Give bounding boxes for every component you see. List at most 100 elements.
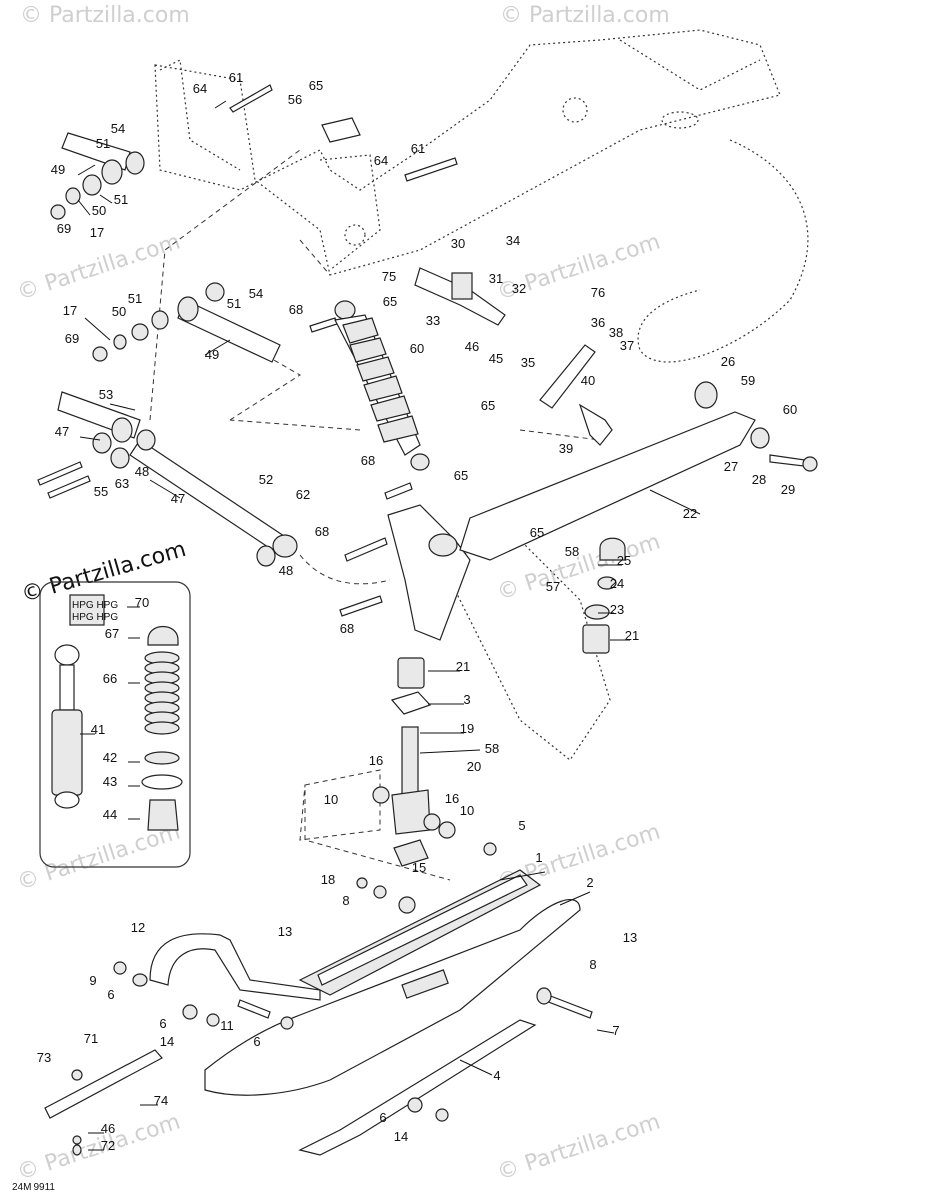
callout-51: 51 [96,136,110,151]
callout-72: 72 [101,1138,115,1153]
callout-68: 68 [315,524,329,539]
watermark: © Partzilla.com [494,1109,663,1185]
callout-47: 47 [55,424,69,439]
callout-10: 10 [324,792,338,807]
callout-49: 49 [51,162,65,177]
callout-21: 21 [456,659,470,674]
callout-59: 59 [741,373,755,388]
callout-34: 34 [506,233,520,248]
leader-lines [77,100,701,1151]
callout-54: 54 [111,121,125,136]
callout-6: 6 [159,1016,166,1031]
callout-73: 73 [37,1050,51,1065]
callout-55: 55 [94,484,108,499]
watermark: © Partzilla.com [500,3,670,28]
callout-69: 69 [57,221,71,236]
callout-64: 64 [374,153,388,168]
callout-4: 4 [493,1068,500,1083]
callout-43: 43 [103,774,117,789]
callout-17: 17 [90,225,104,240]
callout-21: 21 [625,628,639,643]
callout-9: 9 [89,973,96,988]
callout-25: 25 [617,553,631,568]
callout-5: 5 [518,818,525,833]
callout-26: 26 [721,354,735,369]
callout-31: 31 [489,271,503,286]
callout-56: 56 [288,92,302,107]
callout-60: 60 [410,341,424,356]
callout-50: 50 [112,304,126,319]
callout-30: 30 [451,236,465,251]
callout-64: 64 [193,81,207,96]
callout-18: 18 [321,872,335,887]
callout-61: 61 [411,141,425,156]
callout-36: 36 [591,315,605,330]
callout-68: 68 [289,302,303,317]
callout-76: 76 [591,285,605,300]
callout-50: 50 [92,203,106,218]
svg-text:HPG HPG: HPG HPG [72,600,118,611]
callout-29: 29 [781,482,795,497]
callout-12: 12 [131,920,145,935]
callout-1: 1 [535,850,542,865]
callout-48: 48 [279,563,293,578]
callout-65: 65 [530,525,544,540]
callout-75: 75 [382,269,396,284]
shock-absorber [334,300,430,471]
callout-24: 24 [610,576,624,591]
chassis-frame [154,29,809,761]
callout-53: 53 [99,387,113,402]
callout-60: 60 [783,402,797,417]
callout-16: 16 [445,791,459,806]
callout-65: 65 [309,78,323,93]
callout-15: 15 [412,860,426,875]
callout-8: 8 [342,893,349,908]
callout-10: 10 [460,803,474,818]
callout-51: 51 [128,291,142,306]
callout-39: 39 [559,441,573,456]
callout-49: 49 [205,347,219,362]
callout-22: 22 [683,506,697,521]
callout-65: 65 [454,468,468,483]
callout-6: 6 [253,1034,260,1049]
callout-42: 42 [103,750,117,765]
callout-35: 35 [521,355,535,370]
callout-6: 6 [379,1110,386,1125]
callout-46: 46 [465,339,479,354]
svg-text:HPG HPG: HPG HPG [72,612,118,623]
callout-70: 70 [135,595,149,610]
callout-6: 6 [107,987,114,1002]
callout-13: 13 [623,930,637,945]
callout-51: 51 [114,192,128,207]
callout-14: 14 [160,1034,174,1049]
callout-3: 3 [463,692,470,707]
callout-45: 45 [489,351,503,366]
diagram-code: 24M 9911 [12,1182,55,1193]
callout-57: 57 [546,579,560,594]
callout-33: 33 [426,313,440,328]
callout-38: 38 [609,325,623,340]
callout-41: 41 [91,722,105,737]
parts [37,84,818,1156]
callout-11: 11 [220,1018,234,1033]
callout-47: 47 [171,491,185,506]
callout-14: 14 [394,1129,408,1144]
callout-68: 68 [361,453,375,468]
callout-54: 54 [249,286,263,301]
callout-65: 65 [383,294,397,309]
callout-68: 68 [340,621,354,636]
callout-66: 66 [103,671,117,686]
callout-16: 16 [369,753,383,768]
callout-65: 65 [481,398,495,413]
callout-23: 23 [610,602,624,617]
callout-17: 17 [63,303,77,318]
callout-74: 74 [154,1093,168,1108]
callout-8: 8 [589,957,596,972]
watermark: © Partzilla.com [14,229,183,305]
watermark: © Partzilla.com [14,1109,183,1185]
callout-40: 40 [581,373,595,388]
callout-58: 58 [565,544,579,559]
callout-37: 37 [620,338,634,353]
